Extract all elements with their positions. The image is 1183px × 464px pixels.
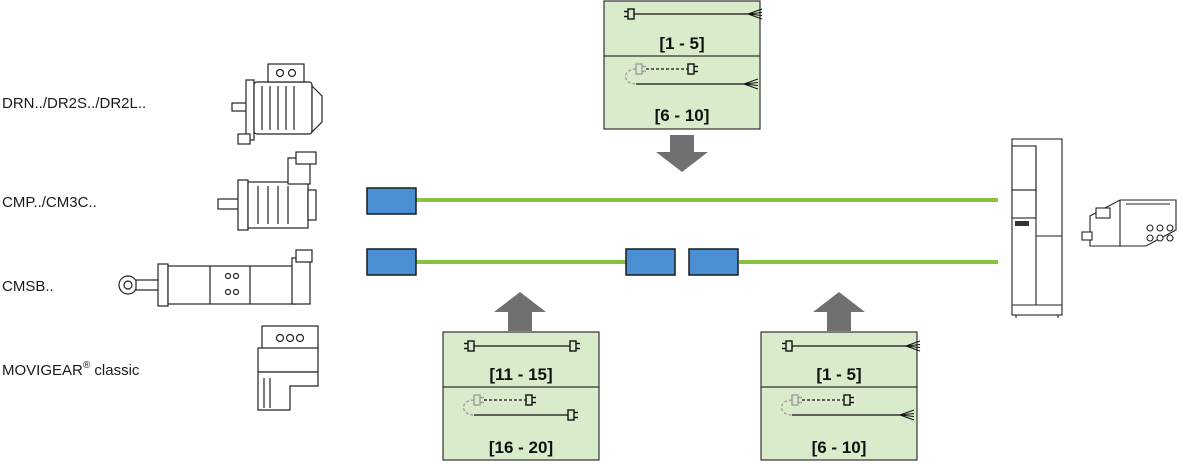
inverter-icon	[1011, 138, 1063, 318]
cable-box-top: [1 - 5] [6 - 10]	[603, 0, 763, 172]
range-top-lower: [6 - 10]	[655, 106, 710, 125]
range-bottom-left-upper: [11 - 15]	[489, 365, 552, 384]
motor-label-cmsb: CMSB..	[2, 278, 54, 295]
connector-extension-left	[625, 248, 676, 276]
motor-cmp-icon	[217, 151, 317, 231]
motor-cmsb-icon	[118, 249, 313, 307]
arrow-up-icon	[813, 292, 865, 331]
connector-cmp	[366, 187, 417, 215]
connector-extension-right	[688, 248, 739, 276]
movigear-icon	[257, 325, 319, 411]
decentral-controller-icon	[1081, 199, 1177, 247]
range-bottom-left-lower: [16 - 20]	[489, 438, 553, 457]
arrow-up-icon	[494, 292, 546, 331]
cable-box-bottom-right: [1 - 5] [6 - 10]	[760, 292, 921, 461]
motor-label-drn: DRN../DR2S../DR2L..	[2, 95, 146, 112]
arrow-down-icon	[656, 135, 708, 172]
range-bottom-right-lower: [6 - 10]	[812, 438, 867, 457]
motor-label-cmp: CMP../CM3C..	[2, 194, 97, 211]
motor-label-movigear: MOVIGEAR® classic	[2, 360, 140, 379]
motor-drn-icon	[231, 63, 323, 145]
range-bottom-right-upper: [1 - 5]	[816, 365, 861, 384]
connector-cmsb	[366, 248, 417, 276]
range-top-upper: [1 - 5]	[659, 34, 704, 53]
cable-box-bottom-left: [11 - 15] [16 - 20]	[442, 292, 600, 461]
